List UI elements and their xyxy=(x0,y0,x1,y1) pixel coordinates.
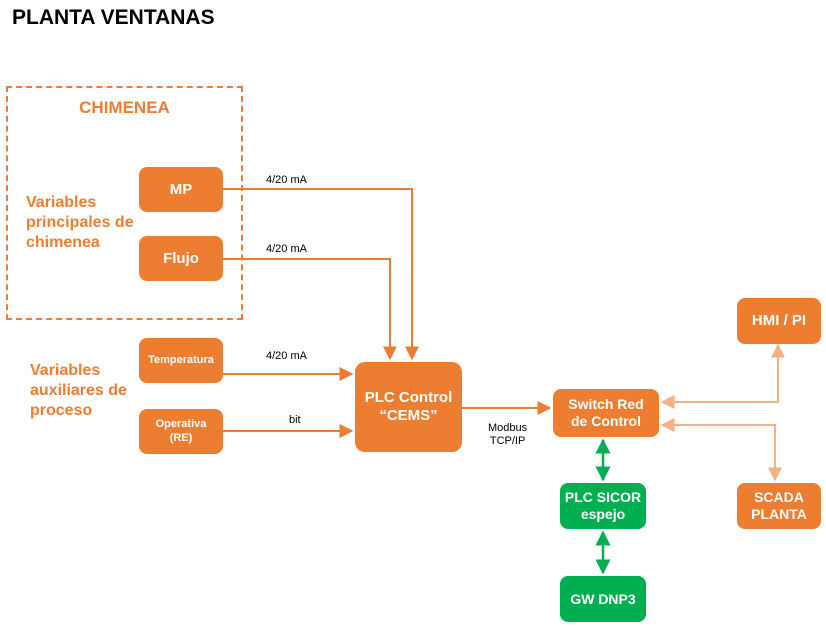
diagram-title: PLANTA VENTANAS xyxy=(12,6,215,29)
temp-signal-label: 4/20 mA xyxy=(266,350,307,362)
node-plc-control: PLC Control “CEMS” xyxy=(355,362,462,452)
wire-switch-scada xyxy=(660,418,782,482)
mp-signal-label: 4/20 mA xyxy=(266,174,307,186)
chimenea-group-box xyxy=(6,86,243,320)
node-operativa: Operativa (RE) xyxy=(139,409,223,454)
wire-mp-plc xyxy=(223,188,419,361)
node-temperatura: Temperatura xyxy=(139,338,223,383)
wire-switch-hmi xyxy=(660,343,785,409)
node-switch-red: Switch Red de Control xyxy=(553,389,659,437)
node-mp: MP xyxy=(139,167,223,212)
aux-variables-label: Variables auxiliares de proceso xyxy=(30,362,127,419)
main-variables-label: Variables principales de chimenea xyxy=(26,194,134,251)
chimenea-group-title: CHIMENEA xyxy=(79,98,170,117)
modbus-label: Modbus TCP/IP xyxy=(488,422,528,447)
node-flujo: Flujo xyxy=(139,236,223,281)
node-gw-dnp3: GW DNP3 xyxy=(560,576,646,622)
node-plc-sicor: PLC SICOR espejo xyxy=(560,483,646,529)
operativa-signal-label: bit xyxy=(289,414,301,426)
node-scada-planta: SCADA PLANTA xyxy=(737,483,821,529)
wire-flujo-plc xyxy=(223,258,397,361)
node-hmi-pi: HMI / PI xyxy=(737,298,821,344)
flujo-signal-label: 4/20 mA xyxy=(266,243,307,255)
